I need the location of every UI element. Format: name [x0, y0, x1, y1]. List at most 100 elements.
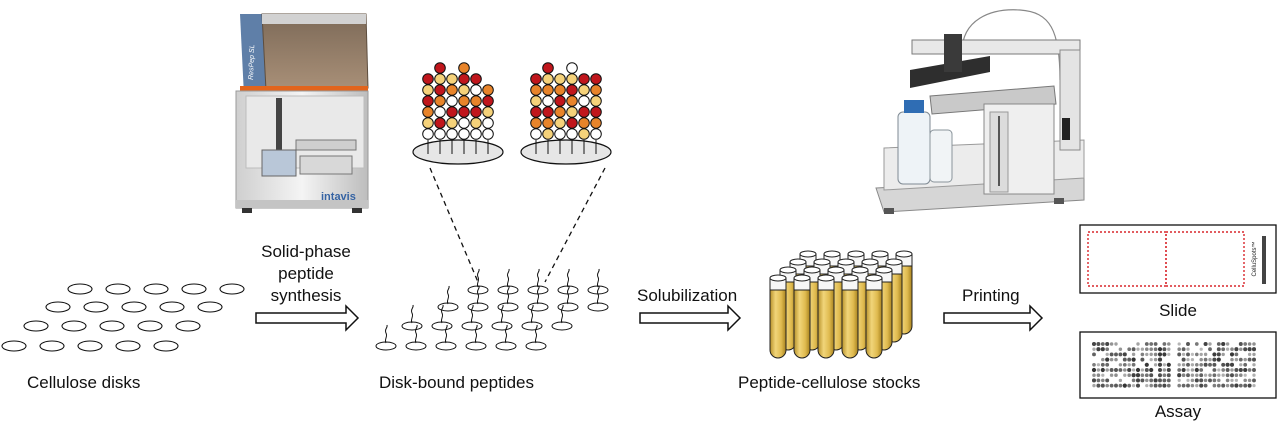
assay-spot — [1158, 373, 1162, 378]
amino-acid-bead — [470, 84, 482, 96]
assay-spot — [1131, 378, 1136, 383]
assay-spot — [1157, 362, 1163, 367]
assay-spot — [1243, 367, 1248, 373]
assay-spot — [1131, 362, 1136, 367]
amino-acid-bead — [542, 117, 554, 129]
assay-spot — [1252, 383, 1256, 388]
stock-tube-rim — [823, 250, 841, 258]
peptide-chain — [384, 324, 388, 344]
assay-spot — [1127, 357, 1132, 362]
assay-spot — [1234, 357, 1239, 362]
assay-spot — [1181, 357, 1186, 362]
peptide-chain — [506, 285, 510, 305]
assay-spot — [1135, 383, 1141, 388]
assay-spot — [1105, 341, 1110, 347]
assay-spot — [1203, 378, 1208, 383]
cellulose-disks-group — [1, 283, 245, 352]
assay-spot — [1162, 373, 1167, 378]
peptide-chain — [560, 304, 564, 324]
assay-spot — [1109, 383, 1114, 388]
amino-acid-bead — [566, 95, 578, 107]
assay-spot — [1131, 352, 1136, 357]
assay-spot — [1195, 383, 1199, 388]
assay-spot — [1239, 363, 1243, 367]
peptide-chain — [444, 324, 448, 344]
peptide-disk — [551, 321, 573, 331]
printer-column-handle — [1062, 118, 1070, 140]
assay-spot — [1212, 378, 1217, 383]
assay-spot — [1217, 378, 1221, 383]
arrow-printing — [943, 304, 1044, 332]
assay-spot — [1162, 363, 1167, 367]
amino-acid-bead — [470, 128, 482, 140]
assay-spot — [1190, 378, 1195, 383]
assay-spot — [1243, 373, 1247, 377]
assay-spot — [1123, 368, 1127, 372]
assay-spot — [1114, 352, 1118, 357]
assay-spot — [1114, 342, 1118, 346]
amino-acid-bead — [446, 128, 458, 140]
peptide-disk — [527, 302, 549, 312]
amino-acid-bead — [422, 73, 434, 85]
synthesizer-model-text: ResPep SL — [248, 44, 256, 80]
synthesis-label-line3: synthesis — [270, 286, 342, 305]
assay-spot — [1247, 352, 1252, 357]
assay-spot — [1234, 383, 1239, 388]
amino-acid-bead — [458, 117, 470, 129]
assay-spot — [1186, 347, 1190, 351]
assay-spot — [1225, 368, 1230, 372]
assay-spot — [1186, 362, 1190, 367]
assay-spot — [1109, 373, 1114, 377]
cellulose-disk — [39, 340, 65, 352]
cellulose-disk — [23, 320, 49, 332]
slide-array-field-2 — [1165, 231, 1245, 287]
assay-spot — [1239, 347, 1243, 351]
printer-head — [944, 34, 962, 72]
assay-spot — [1131, 373, 1136, 378]
assay-spot — [1247, 357, 1252, 362]
amino-acid-bead — [590, 73, 602, 85]
amino-acid-bead — [530, 106, 542, 118]
assay-spot — [1230, 383, 1234, 388]
printer-gantry — [911, 39, 1081, 55]
amino-acid-bead — [446, 95, 458, 107]
assay-spot — [1247, 378, 1252, 383]
assay-spot — [1100, 362, 1105, 367]
assay-spot-pattern — [1091, 341, 1257, 388]
assay-spot — [1181, 352, 1186, 357]
assay-spot — [1229, 352, 1235, 357]
assay-spot — [1208, 357, 1212, 362]
assay-spot — [1140, 357, 1145, 362]
assay-spot — [1216, 352, 1221, 357]
peptide-synthesizer-image: intavis ResPep SL — [235, 13, 369, 213]
assay-spot — [1167, 352, 1171, 357]
assay-spot — [1199, 378, 1204, 383]
stock-tube-rim — [885, 258, 903, 266]
assay-spot — [1203, 383, 1208, 388]
assay-spot — [1144, 362, 1149, 367]
peptide-disk — [461, 321, 483, 331]
amino-acid-bead — [578, 117, 590, 129]
assay-spot — [1221, 383, 1226, 388]
peptide-chain — [504, 324, 508, 344]
amino-acid-bead — [590, 95, 602, 107]
assay-spot — [1135, 373, 1141, 378]
cellulose-disk — [121, 301, 147, 313]
assay-spot — [1162, 378, 1167, 383]
slide-printer-image — [875, 9, 1085, 214]
bead-support-disk — [520, 139, 612, 165]
assay-spot — [1186, 357, 1190, 362]
assay-spot — [1149, 347, 1153, 351]
synthesis-label-line2: peptide — [278, 264, 334, 283]
peptide-disk — [375, 341, 397, 351]
peptide-disk — [557, 302, 579, 312]
assay-spot — [1149, 383, 1153, 388]
assay-spot — [1243, 383, 1248, 388]
assay-spot — [1131, 357, 1136, 362]
assay-spot — [1177, 352, 1182, 357]
assay-spot — [1158, 383, 1162, 388]
assay-spot — [1157, 352, 1163, 357]
peptide-chain — [446, 285, 450, 305]
cellulose-disk — [143, 283, 169, 295]
